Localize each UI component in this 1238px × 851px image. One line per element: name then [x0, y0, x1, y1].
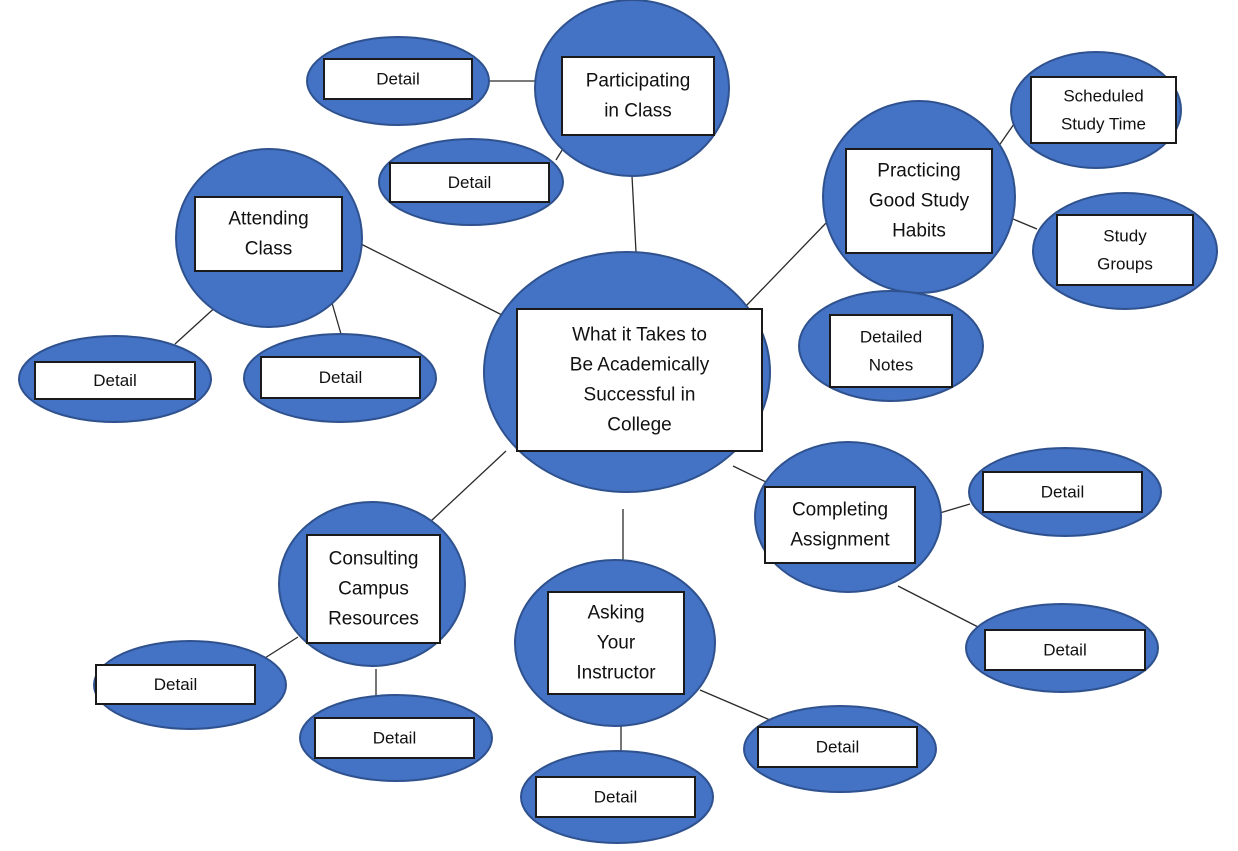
- connector-center-participating: [631, 175, 637, 253]
- detail-node-participating-1-label-line: Detail: [376, 70, 419, 89]
- topic-node-consulting-label-line: Campus: [338, 579, 409, 600]
- central-topic-node-box: [516, 308, 763, 452]
- detail-node-participating-2-label-line: Detail: [448, 173, 491, 192]
- topic-node-attending-label-line: Attending: [228, 209, 308, 230]
- topic-node-participating[interactable]: Participating in Class: [534, 0, 730, 177]
- detail-node-asking-1-label-line: Detail: [816, 738, 859, 757]
- detail-node-participating-1[interactable]: Detail: [306, 36, 490, 126]
- detail-node-completing-2[interactable]: Detail: [965, 603, 1159, 693]
- topic-node-attending-box: [194, 196, 343, 272]
- detail-node-consulting-1-box: [95, 664, 256, 705]
- detail-node-consulting-2[interactable]: Detail: [299, 694, 493, 782]
- detail-node-consulting-1-label-line: Detail: [154, 675, 197, 694]
- detail-node-practicing-3-label-line: Detailed: [860, 328, 922, 347]
- detail-node-practicing-1-label-line: Scheduled: [1063, 87, 1143, 106]
- topic-node-completing-label-line: Completing: [792, 500, 888, 521]
- central-topic-node-label-line: Be Academically: [570, 355, 710, 376]
- central-topic-node-label-line: College: [607, 415, 671, 436]
- central-topic-node-label-line: Successful in: [584, 385, 696, 406]
- detail-node-consulting-2-label-line: Detail: [373, 729, 416, 748]
- detail-node-asking-2-label-line: Detail: [594, 788, 637, 807]
- topic-node-consulting-label-line: Resources: [328, 609, 419, 630]
- topic-node-asking-box: [547, 591, 685, 695]
- detail-node-participating-1-box: [323, 58, 473, 100]
- detail-node-completing-2-box: [984, 629, 1146, 671]
- detail-node-practicing-1-label-line: Study Time: [1061, 115, 1146, 134]
- topic-node-practicing-box: [845, 148, 993, 254]
- topic-node-participating-box: [561, 56, 715, 136]
- detail-node-practicing-2-label-line: Groups: [1097, 255, 1153, 274]
- detail-node-completing-1[interactable]: Detail: [968, 447, 1162, 537]
- detail-node-completing-2-label-line: Detail: [1043, 641, 1086, 660]
- topic-node-practicing-label-line: Practicing: [877, 161, 960, 182]
- detail-node-practicing-3-box: [829, 314, 953, 388]
- detail-node-attending-2-box: [260, 356, 421, 399]
- topic-node-participating-label-line: Participating: [586, 71, 691, 92]
- topic-node-consulting-box: [306, 534, 441, 644]
- detail-node-practicing-3-label-line: Notes: [869, 356, 913, 375]
- central-topic-node[interactable]: What it Takes to Be AcademicallySuccessfu…: [483, 251, 771, 493]
- connector-center-practicing: [744, 221, 828, 308]
- detail-node-consulting-1[interactable]: Detail: [93, 640, 287, 730]
- connector-asking-detail-1: [699, 689, 771, 721]
- detail-node-attending-2[interactable]: Detail: [243, 333, 437, 423]
- detail-node-attending-2-label-line: Detail: [319, 368, 362, 387]
- detail-node-asking-1[interactable]: Detail: [743, 705, 937, 793]
- detail-node-practicing-2-box: [1056, 214, 1194, 286]
- detail-node-practicing-2-label-line: Study: [1103, 227, 1147, 246]
- central-topic-node-label-line: What it Takes to: [572, 325, 707, 346]
- connector-completing-detail-2: [897, 585, 981, 629]
- detail-node-asking-2-box: [535, 776, 696, 818]
- topic-node-completing-label-line: Assignment: [790, 530, 890, 551]
- connector-center-attending: [358, 242, 507, 318]
- detail-node-asking-1-box: [757, 726, 918, 768]
- nodes: What it Takes to Be AcademicallySuccessfu…: [18, 0, 1218, 844]
- detail-node-consulting-2-box: [314, 717, 475, 759]
- topic-node-participating-label-line: in Class: [604, 101, 672, 122]
- topic-node-consulting-label-line: Consulting: [329, 549, 419, 570]
- detail-node-attending-1-label-line: Detail: [93, 371, 136, 390]
- detail-node-asking-2[interactable]: Detail: [520, 750, 714, 844]
- topic-node-attending-label-line: Class: [245, 239, 293, 260]
- topic-node-asking-label-line: Instructor: [576, 663, 656, 684]
- topic-node-completing-box: [764, 486, 916, 564]
- connector-center-consulting: [430, 450, 507, 522]
- detail-node-attending-1[interactable]: Detail: [18, 335, 212, 423]
- detail-node-participating-2-box: [389, 162, 550, 203]
- topic-node-practicing-label-line: Good Study: [869, 191, 970, 212]
- connector-center-completing: [732, 465, 769, 484]
- detail-node-completing-1-box: [982, 471, 1143, 513]
- topic-node-asking-label-line: Your: [597, 633, 636, 654]
- detail-node-attending-1-box: [34, 361, 196, 400]
- detail-node-completing-1-label-line: Detail: [1041, 483, 1084, 502]
- detail-node-practicing-1-box: [1030, 76, 1177, 144]
- topic-node-asking-label-line: Asking: [587, 603, 644, 624]
- connector-practicing-detail-2: [1012, 218, 1038, 230]
- detail-node-participating-2[interactable]: Detail: [378, 138, 564, 226]
- topic-node-practicing-label-line: Habits: [892, 221, 946, 242]
